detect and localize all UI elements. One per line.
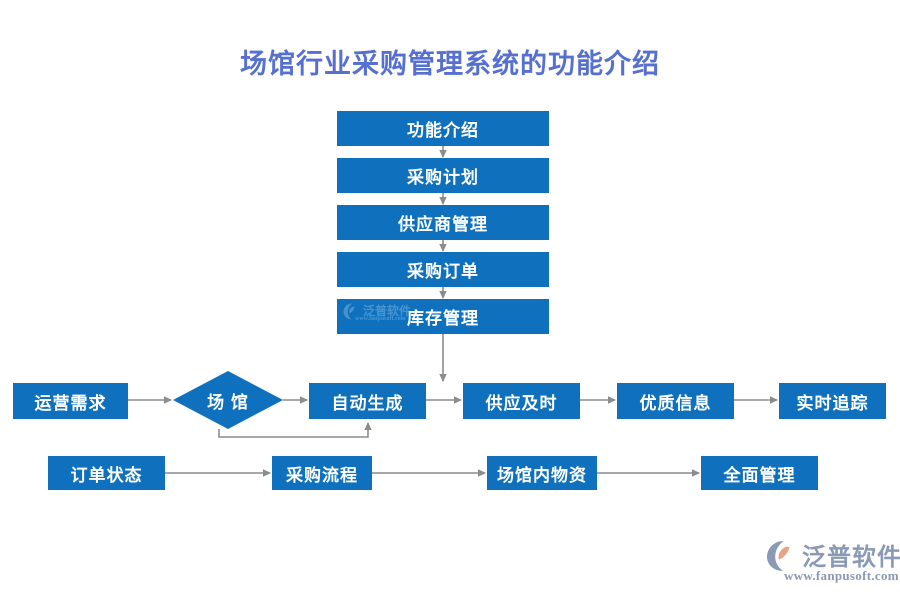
inline-watermark: 泛普软件 www.fanpusoft.com xyxy=(343,302,417,326)
node-operation-demand[interactable]: 运营需求 xyxy=(13,383,128,419)
inline-watermark-logo-icon xyxy=(343,303,355,320)
node-venue-decision[interactable]: 场 馆 xyxy=(173,371,283,429)
brand-logo-name: 泛普软件 xyxy=(802,544,900,571)
inline-watermark-name: 泛普软件 xyxy=(363,304,412,318)
node-realtime-tracking[interactable]: 实时追踪 xyxy=(779,383,886,419)
node-comprehensive-management[interactable]: 全面管理 xyxy=(701,456,818,490)
node-inventory-management[interactable]: 库存管理 xyxy=(337,299,549,334)
page-title: 场馆行业采购管理系统的功能介绍 xyxy=(240,49,660,79)
node-purchase-process[interactable]: 采购流程 xyxy=(272,456,372,490)
node-venue-decision-label: 场 馆 xyxy=(207,392,249,412)
brand-logo-icon xyxy=(767,541,790,571)
node-purchase-order[interactable]: 采购订单 xyxy=(337,252,549,287)
node-supplier-management[interactable]: 供应商管理 xyxy=(337,205,549,240)
node-feature-intro[interactable]: 功能介绍 xyxy=(337,111,549,146)
inline-watermark-url: www.fanpusoft.com xyxy=(355,316,406,322)
node-venue-materials[interactable]: 场馆内物资 xyxy=(487,456,597,490)
brand-logo-url: www.fanpusoft.com xyxy=(784,568,899,583)
node-order-status[interactable]: 订单状态 xyxy=(48,456,165,490)
node-timely-supply[interactable]: 供应及时 xyxy=(463,383,580,419)
brand-logo: 泛普软件 www.fanpusoft.com xyxy=(762,534,900,590)
node-auto-generate[interactable]: 自动生成 xyxy=(309,383,426,419)
node-purchase-plan[interactable]: 采购计划 xyxy=(337,158,549,193)
node-quality-information[interactable]: 优质信息 xyxy=(617,383,734,419)
